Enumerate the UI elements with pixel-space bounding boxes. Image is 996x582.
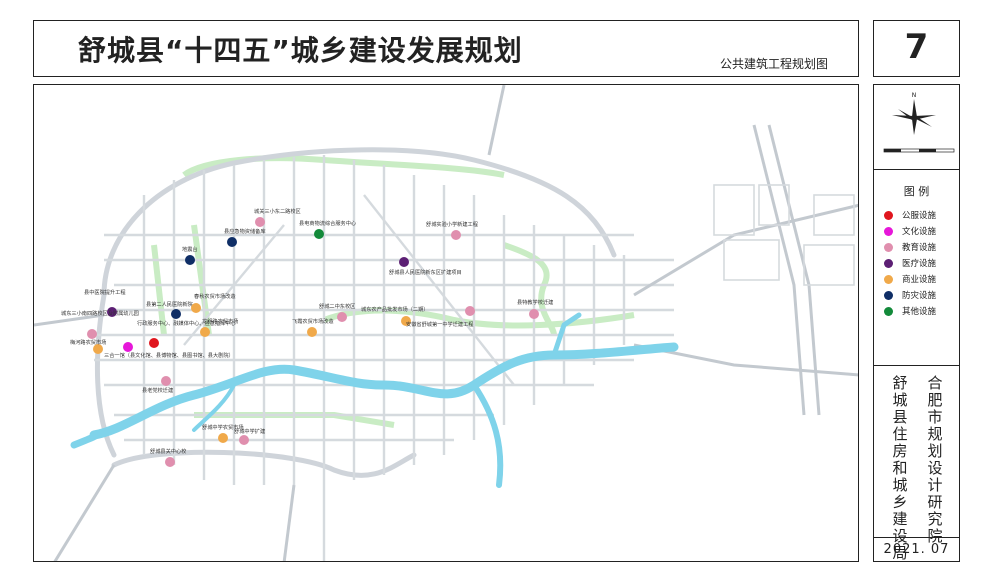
map-subtitle: 公共建筑工程规划图 (719, 57, 828, 71)
poi-marker[interactable] (239, 435, 249, 445)
poi-label: 地震台 (182, 245, 198, 253)
river (70, 312, 679, 488)
legend-swatch (884, 242, 893, 252)
legend-label: 教育设施 (902, 243, 937, 253)
legend-item: 教育设施 (884, 239, 936, 255)
legend-label: 文化设施 (902, 227, 937, 237)
legend-swatch (884, 306, 893, 316)
poi-marker[interactable] (107, 307, 117, 317)
poi-label: 舒城实验小学新建工程 (426, 220, 478, 228)
poi-label: 舒城中学扩建 (234, 427, 265, 435)
poi-marker[interactable] (93, 344, 103, 354)
poi-label: 城关三小东二路校区 (254, 207, 301, 215)
poi-label: 县老党校迁建 (142, 386, 173, 394)
poi-label: 舒城二中东校区 (319, 302, 355, 310)
legend-item: 防灾设施 (884, 287, 936, 303)
org-left: 舒城县住房和城乡建设局 (892, 374, 908, 562)
legend-list: 公服设施文化设施教育设施医疗设施商业设施防灾设施其他设施 (884, 207, 936, 319)
map-panel: 城关三小东二路校区县电商物流综合服务中心 舒城实验小学新建工程县应急物资储备库地震… (33, 84, 859, 562)
legend-item: 公服设施 (884, 207, 936, 223)
north-arrow-icon: N (883, 92, 955, 153)
poi-marker[interactable] (337, 312, 347, 322)
poi-marker[interactable] (123, 342, 133, 352)
legend-item: 商业设施 (884, 271, 936, 287)
poi-label: 舒城中学农贸市场 (202, 423, 244, 431)
scale-bar-icon (883, 148, 955, 153)
poi-marker[interactable] (227, 237, 237, 247)
poi-marker[interactable] (185, 255, 195, 265)
poi-label: 城东农产品批发市场（二期） (361, 305, 428, 313)
poi-label: 春秋农贸市场改造 (194, 292, 236, 300)
legend-swatch (884, 226, 893, 236)
poi-marker[interactable] (314, 229, 324, 239)
date-divider (874, 537, 959, 538)
legend-swatch (884, 210, 893, 220)
legend-label: 公服设施 (902, 211, 937, 221)
poi-label: 安徽省舒城第一中学迁建工程 (406, 320, 473, 328)
legend-divider-bottom (874, 365, 959, 366)
poi-marker[interactable] (307, 327, 317, 337)
svg-text:N: N (912, 92, 917, 99)
poi-marker[interactable] (165, 457, 175, 467)
poi-label: 三合一馆（县文化馆、县博物馆、县图书馆、县大剧院） (104, 351, 234, 359)
poi-marker[interactable] (401, 316, 411, 326)
poi-label: 城东三小南四路校区及附属幼儿园 (61, 309, 139, 317)
poi-label: 县中医院提升工程 (84, 288, 126, 296)
poi-marker[interactable] (529, 309, 539, 319)
east-district (713, 184, 855, 286)
legend-item: 文化设施 (884, 223, 936, 239)
sidebar-panel: N 图 例 公服设施文化设施教育设施医疗设施商业设施防灾设施其他设施 合肥市规划… (873, 84, 960, 562)
poi-marker[interactable] (87, 329, 97, 339)
poi-marker[interactable] (191, 303, 201, 313)
legend-label: 防灾设施 (902, 291, 937, 301)
poi-label: 县应急物资储备库 (224, 227, 266, 235)
poi-marker[interactable] (149, 338, 159, 348)
org-right: 合肥市规划设计研究院 (927, 374, 943, 545)
poi-label: 县电商物流综合服务中心 (299, 219, 356, 227)
poi-label: 县特教学校迁建 (517, 298, 553, 306)
legend-swatch (884, 290, 893, 300)
poi-marker[interactable] (255, 217, 265, 227)
poi-label: 飞霞农贸市场改造 (292, 317, 334, 325)
legend-label: 商业设施 (902, 275, 937, 285)
street-grid (94, 155, 674, 561)
legend-item: 医疗设施 (884, 255, 936, 271)
poi-marker[interactable] (465, 306, 475, 316)
legend-label: 其他设施 (902, 307, 937, 317)
title-panel: 舒城县“十四五”城乡建设发展规划 公共建筑工程规划图 (33, 20, 859, 77)
poi-marker[interactable] (200, 327, 210, 337)
map-title: 舒城县“十四五”城乡建设发展规划 (78, 34, 523, 67)
legend-swatch (884, 274, 893, 284)
poi-marker[interactable] (451, 230, 461, 240)
date-label: 2021. 07 (883, 542, 950, 557)
poi-label: 行政服务中心、融媒体中心、应急指挥中心 (137, 319, 236, 327)
poi-label: 舒城县关中心校 (150, 447, 186, 455)
poi-label: 县第二人民医院新院 (146, 300, 194, 308)
sheet-number: 7 (904, 27, 929, 67)
poi-label: 龙舒路农贸市场 (202, 317, 238, 325)
poi-label: 梅河路农贸市场 (70, 338, 106, 346)
poi-marker[interactable] (399, 257, 409, 267)
poi-label: 舒城县人民医院新东区扩建项目 (389, 268, 462, 276)
legend-item: 其他设施 (884, 303, 936, 319)
sheet-number-panel: 7 (873, 20, 960, 77)
poi-marker[interactable] (161, 376, 171, 386)
legend-label: 医疗设施 (902, 259, 937, 269)
legend-divider-top (874, 169, 959, 170)
poi-marker[interactable] (218, 433, 228, 443)
legend-title: 图 例 (903, 185, 930, 198)
legend-swatch (884, 258, 893, 268)
poi-marker[interactable] (171, 309, 181, 319)
